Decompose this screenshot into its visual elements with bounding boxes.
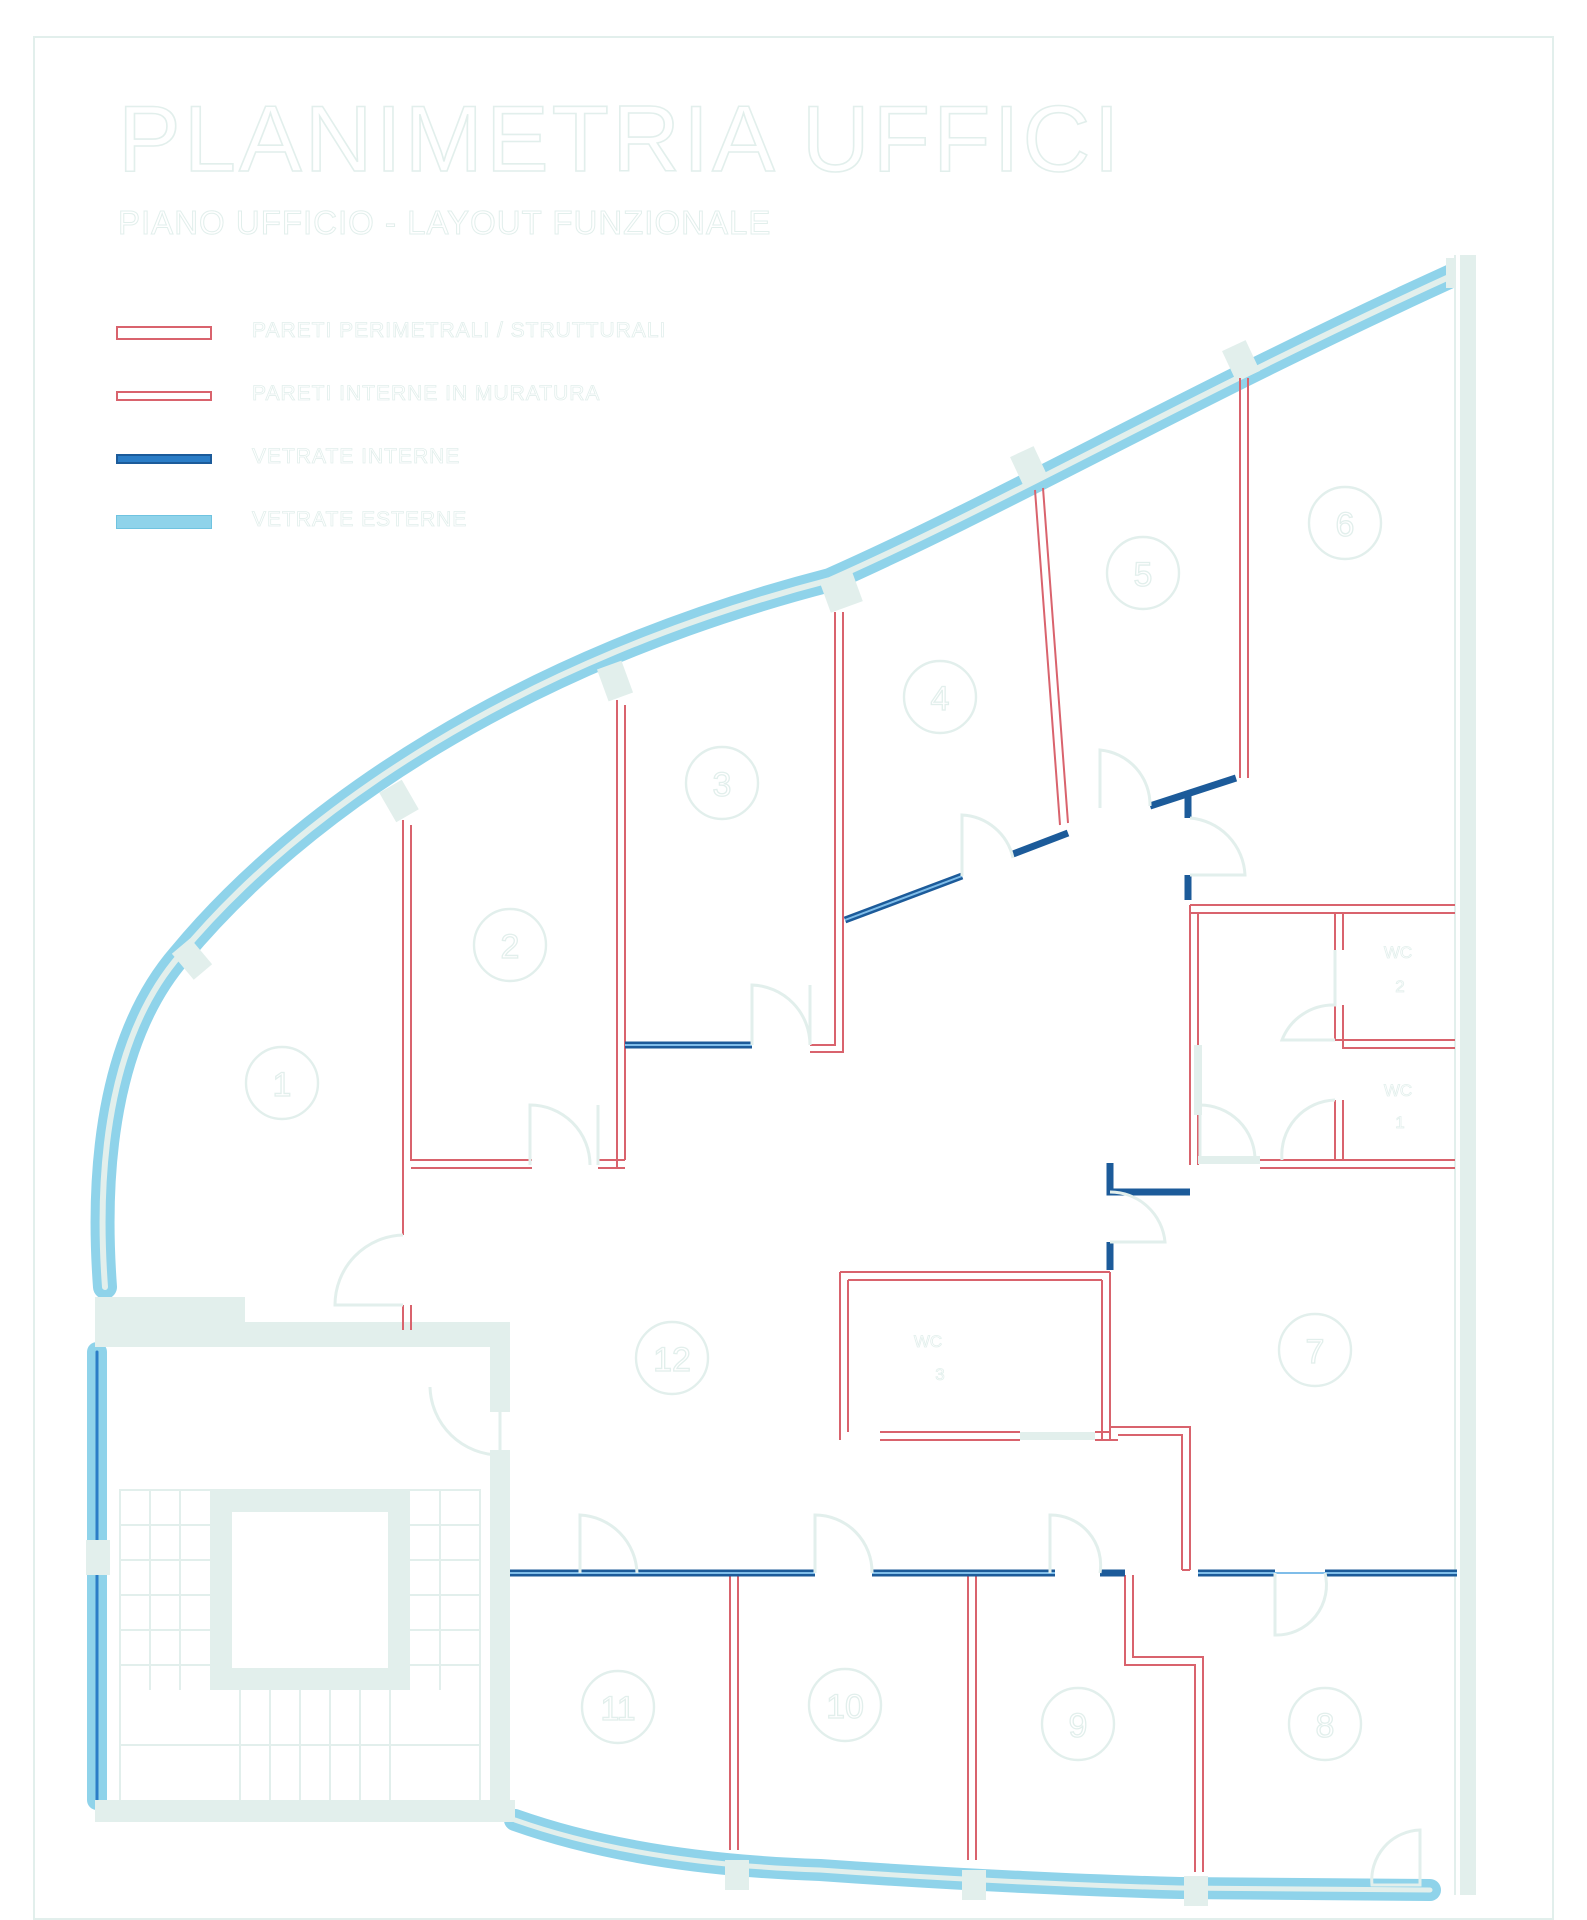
wc-3-label: WC bbox=[914, 1332, 942, 1351]
room-5-label: 5 bbox=[1134, 556, 1153, 594]
inner-glazing bbox=[510, 774, 1457, 1577]
room-numbers: 1 2 3 4 5 6 7 8 9 10 11 12 WC 1 WC 2 WC … bbox=[272, 505, 1413, 1745]
outer-glazing-swatch bbox=[116, 515, 212, 529]
legend-label: VETRATE INTERNE bbox=[252, 445, 461, 468]
legend-label: VETRATE ESTERNE bbox=[252, 508, 468, 531]
room-2-label: 2 bbox=[501, 928, 520, 966]
room-10-label: 10 bbox=[826, 1688, 864, 1726]
page-title: PLANIMETRIA UFFICI bbox=[117, 86, 1123, 191]
room-11-label: 11 bbox=[600, 1690, 635, 1728]
wc-3-number: 3 bbox=[935, 1365, 944, 1384]
facade-columns bbox=[86, 258, 1472, 1906]
inner-walls bbox=[402, 378, 1455, 1872]
room-3-label: 3 bbox=[713, 766, 732, 804]
room-7-label: 7 bbox=[1306, 1333, 1325, 1371]
room-4-label: 4 bbox=[931, 680, 950, 718]
inner-glazing-swatch bbox=[116, 454, 212, 464]
wc-2-label: WC bbox=[1384, 943, 1412, 962]
legend-label: PARETI PERIMETRALI / STRUTTURALI bbox=[252, 319, 667, 342]
room-1-label: 1 bbox=[273, 1066, 292, 1104]
page-subtitle: PIANO UFFICIO - LAYOUT FUNZIONALE bbox=[117, 204, 772, 241]
legend-label: PARETI INTERNE IN MURATURA bbox=[252, 382, 601, 405]
outer-glazing bbox=[87, 260, 1472, 1901]
door-sills bbox=[1020, 1045, 1260, 1440]
wc-1-label: WC bbox=[1384, 1081, 1412, 1100]
stair-treads bbox=[120, 1490, 480, 1810]
sheet-border bbox=[33, 36, 1554, 1920]
room-9-label: 9 bbox=[1069, 1707, 1088, 1745]
doors bbox=[333, 748, 1422, 1887]
room-labels bbox=[244, 485, 1383, 1762]
wc-1-number: 1 bbox=[1395, 1113, 1404, 1132]
wc-2-number: 2 bbox=[1395, 977, 1404, 996]
structure bbox=[95, 255, 1476, 1895]
perimeter-wall-swatch bbox=[116, 326, 212, 340]
room-8-label: 8 bbox=[1316, 1707, 1335, 1745]
room-6-label: 6 bbox=[1336, 506, 1355, 544]
inner-wall-swatch bbox=[116, 391, 212, 401]
room-12-label: 12 bbox=[653, 1341, 691, 1379]
